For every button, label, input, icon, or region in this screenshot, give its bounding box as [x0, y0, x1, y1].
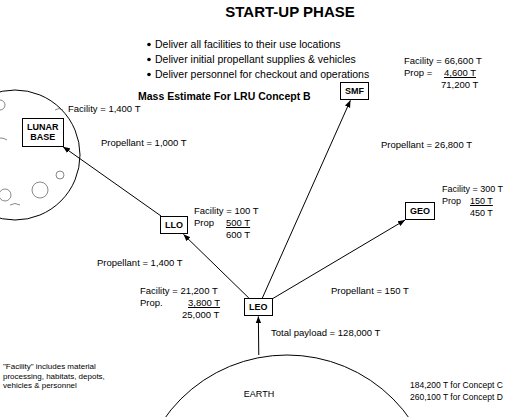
mass-value: Facility = 100 T — [194, 206, 259, 217]
location-box: LUNAR BASE — [22, 118, 64, 147]
bullet-dot — [147, 58, 151, 62]
moon-crater — [0, 100, 5, 110]
flow-arrow — [262, 100, 350, 298]
location-box: LEO — [244, 298, 273, 316]
page-title: START-UP PHASE — [180, 3, 400, 20]
mass-value: 600 T — [226, 230, 250, 241]
bullet-text: Deliver personnel for checkout and opera… — [155, 68, 369, 80]
bullet-dot — [147, 43, 151, 47]
location-box: LLO — [160, 216, 188, 234]
mass-value: 3,800 T — [188, 298, 220, 309]
moon-crater — [0, 189, 11, 201]
node-label: LEO — [249, 302, 268, 312]
mass-value: Prop = — [404, 68, 432, 79]
flow-arrow — [63, 147, 161, 216]
node-label: SMF — [345, 86, 364, 96]
moon-texture — [0, 109, 63, 206]
bullet-dot — [147, 73, 151, 77]
diagram-subtitle: Mass Estimate For LRU Concept B — [138, 90, 311, 102]
mass-value: Facility = 66,600 T — [404, 56, 482, 67]
flow-arrow — [258, 316, 259, 355]
mass-value: 71,200 T — [441, 80, 478, 91]
flow-label: Propellant = 1,000 T — [100, 138, 188, 149]
flow-label: Propellant = 26,800 T — [380, 140, 473, 151]
mass-value: 150 T — [470, 196, 493, 206]
location-box: SMF — [340, 82, 369, 100]
bullet-text: Deliver initial propellant supplies & ve… — [155, 53, 356, 65]
mass-value: Prop. — [140, 298, 163, 309]
total-note: 260,100 T for Concept D — [410, 393, 503, 403]
mass-value: Facility = 300 T — [442, 184, 503, 194]
node-label: GEO — [410, 206, 430, 216]
footnote: "Facility" includes material processing,… — [3, 362, 128, 391]
node-label: LLO — [165, 220, 183, 230]
moon-crater — [56, 171, 64, 179]
node-label: LUNAR BASE — [27, 122, 59, 143]
mass-value: Prop — [442, 196, 461, 206]
node-label: EARTH — [244, 389, 274, 399]
flow-label: Propellant = 150 T — [330, 286, 410, 297]
earth-region: EARTH — [200, 355, 318, 399]
moon-crater — [32, 182, 48, 198]
location-box: GEO — [405, 202, 435, 220]
mass-value: Prop — [194, 218, 214, 229]
mass-value: Facility = 1,400 T — [68, 104, 140, 115]
bullet-text: Deliver all facilities to their use loca… — [155, 38, 341, 50]
mass-value: 25,000 T — [182, 310, 219, 321]
mass-value: 450 T — [470, 208, 493, 218]
flow-label: Total payload = 128,000 T — [270, 328, 381, 339]
mass-value: 4,600 T — [444, 68, 476, 79]
flow-label: Propellant = 1,400 T — [96, 258, 184, 269]
mass-value: Facility = 21,200 T — [140, 286, 218, 297]
earth-outline — [137, 355, 437, 417]
total-note: 184,200 T for Concept C — [410, 381, 503, 391]
mass-value: 500 T — [226, 218, 250, 229]
